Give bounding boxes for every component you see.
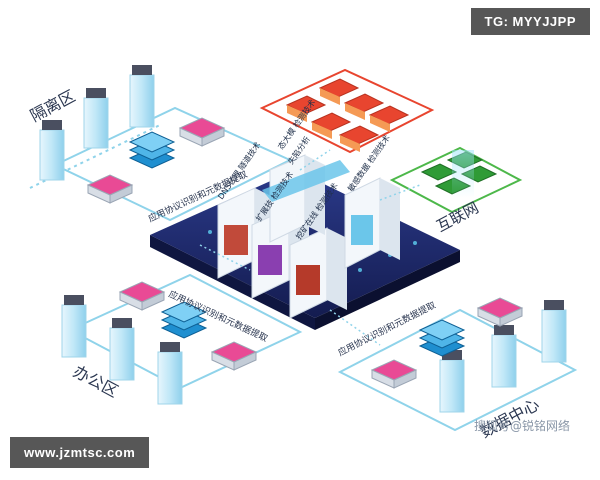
server-tower <box>129 65 155 128</box>
server-tower <box>541 300 567 363</box>
sensor-device <box>370 359 418 389</box>
server-tower-group-isolation <box>39 65 155 181</box>
sensor-device <box>118 281 166 311</box>
sensor-device <box>476 297 524 327</box>
tg-badge: TG: MYYJJPP <box>470 8 590 35</box>
server-tower <box>61 295 87 358</box>
server-unit <box>289 227 347 319</box>
switch-stacks <box>128 131 466 357</box>
switch-stack <box>128 131 176 169</box>
internet-cluster <box>389 146 523 214</box>
data-stream-bar <box>262 160 350 202</box>
zone-datacenter-outline <box>337 308 578 432</box>
server-tower <box>491 325 517 388</box>
sensor-device <box>86 174 134 204</box>
server-tower-group-datacenter <box>439 300 567 413</box>
sensor-device <box>210 341 258 371</box>
zone-title-isolation: 隔离区 <box>27 86 78 125</box>
zone-title-internet: 互联网 <box>433 199 481 236</box>
sensor-device <box>178 117 226 147</box>
internet-box <box>420 163 458 181</box>
threat-cluster <box>259 68 435 154</box>
server-tower <box>39 120 65 181</box>
sensor-devices <box>86 117 524 389</box>
server-tower <box>83 88 109 149</box>
server-tower <box>439 350 465 413</box>
switch-stack <box>160 301 208 339</box>
watermark: 搜狐号@锐铭网络 <box>473 419 570 433</box>
switch-stack <box>418 319 466 357</box>
connectors <box>199 149 421 346</box>
url-badge: www.jzmtsc.com <box>10 437 150 468</box>
server-tower-group-office <box>61 295 183 405</box>
server-tower <box>157 342 183 405</box>
server-tower <box>109 318 135 381</box>
